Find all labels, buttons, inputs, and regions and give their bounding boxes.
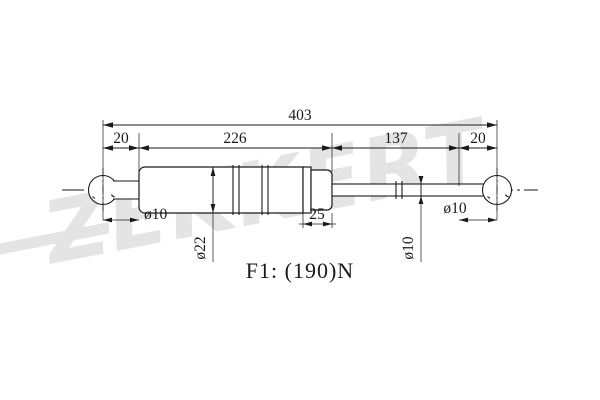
dim-20-right-arrow-left (459, 145, 469, 151)
left-eyelet (87, 168, 141, 212)
right-eyelet-bore-tick-b (504, 194, 509, 198)
dim-137-label: 137 (384, 130, 408, 147)
dim-20-left-arrow-out (103, 145, 113, 151)
dim-20-left-label: 20 (113, 130, 129, 147)
dimension-left-eye-bore: ø10 (103, 206, 168, 223)
left-eyelet-bore-tick-a (92, 196, 96, 199)
rod-od-arrow-bottom (418, 196, 424, 204)
dim-403-arrow-left (103, 122, 113, 128)
left-bore-label: ø10 (144, 206, 168, 223)
gland-end-cap (302, 166, 333, 214)
rod-od-arrow-top (418, 176, 424, 184)
left-bore-arrow-l (103, 217, 112, 223)
cyl-od-label: ø22 (192, 236, 209, 259)
left-bore-arrow-r (130, 217, 139, 223)
right-bore-arrow-r (488, 217, 497, 223)
right-eyelet-bore-tick-a (487, 196, 491, 199)
piston-rod (331, 181, 486, 199)
left-eyelet-bore-tick-b (110, 194, 115, 198)
cylinder-body (138, 165, 304, 215)
watermark-underline (0, 222, 110, 257)
dim-226-arrow-right (322, 145, 332, 151)
dim-137-arrow-right (449, 145, 459, 151)
right-bore-label: ø10 (443, 200, 467, 217)
rod-break-marks (395, 181, 403, 199)
dim-403-label: 403 (288, 107, 312, 124)
dimension-cylinder-od: ø22 (192, 167, 216, 260)
right-bore-arrow-l (459, 217, 468, 223)
rod-od-label: ø10 (400, 236, 417, 260)
dim-20-right-label: 20 (470, 130, 486, 147)
cylinder-break-marks (232, 165, 269, 215)
dimension-403: 403 (103, 107, 497, 128)
dim-20-left-arrow-in (129, 145, 139, 151)
rod-outline (331, 183, 486, 197)
gland-arrow-left (303, 221, 312, 227)
dimension-rod-od: ø10 (400, 176, 424, 260)
dim-403-arrow-right (487, 122, 497, 128)
cyl-od-arrow-top (210, 167, 216, 176)
dimension-gland-25: 25 (299, 206, 336, 227)
dimension-right-eye-bore: ø10 (443, 200, 497, 223)
force-spec-label: F1: (190)N (246, 258, 354, 283)
dim-226-arrow-left (139, 145, 149, 151)
gland-body (310, 169, 333, 211)
dim-137-arrow-left (332, 145, 342, 151)
dimension-chain: 20 226 137 20 (103, 130, 497, 151)
gland-label: 25 (309, 206, 325, 223)
left-eyelet-neck (113, 180, 141, 200)
gland-arrow-right (323, 221, 332, 227)
dim-226-label: 226 (223, 130, 247, 147)
cyl-od-arrow-bottom (210, 204, 216, 213)
dim-20-right-arrow-right (487, 145, 497, 151)
